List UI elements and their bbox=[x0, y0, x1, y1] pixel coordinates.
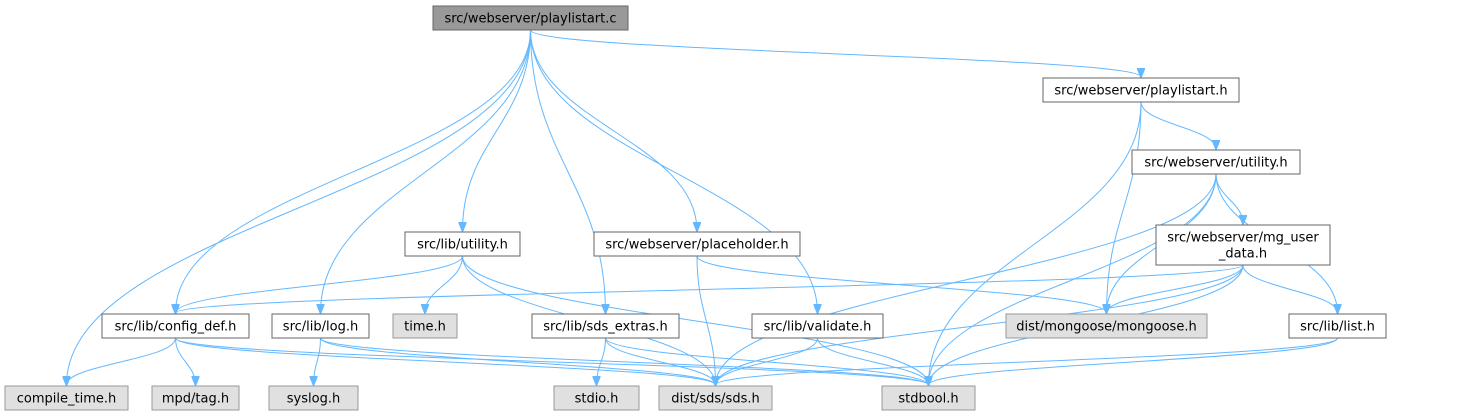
node-box bbox=[1131, 149, 1301, 175]
node-box bbox=[1042, 77, 1240, 103]
node-label: compile_time.h bbox=[17, 392, 116, 407]
node-label: src/lib/config_def.h bbox=[115, 320, 237, 335]
node-time-h: time.h bbox=[392, 313, 458, 339]
node-box bbox=[531, 313, 680, 339]
node-mongoose-h: dist/mongoose/mongoose.h bbox=[1005, 313, 1208, 339]
edge-lib-utility-h-to-lib-config-def-h bbox=[176, 255, 463, 313]
edge-ws-mg-user-data-h-to-lib-config-def-h bbox=[176, 264, 1244, 313]
node-label: src/lib/sds_extras.h bbox=[543, 320, 668, 335]
node-ws-playlistart-h[interactable]: src/webserver/playlistart.h bbox=[1042, 77, 1240, 103]
edge-root-to-lib-log-h bbox=[321, 29, 531, 313]
edge-lib-sds-extras-h-to-stdio-h bbox=[597, 337, 606, 385]
node-box bbox=[404, 231, 521, 257]
node-box bbox=[1005, 313, 1208, 339]
edge-lib-sds-extras-h-to-sds-h bbox=[605, 337, 716, 385]
node-stdio-h: stdio.h bbox=[553, 385, 640, 411]
node-lib-validate-h[interactable]: src/lib/validate.h bbox=[751, 313, 884, 339]
nodes-layer: src/webserver/playlistart.c src/webserver… bbox=[4, 5, 1387, 411]
node-box bbox=[432, 5, 629, 31]
node-box bbox=[881, 385, 976, 411]
node-root[interactable]: src/webserver/playlistart.c bbox=[432, 5, 629, 31]
node-lib-list-h[interactable]: src/lib/list.h bbox=[1288, 313, 1387, 339]
edge-lib-log-h-to-stdbool-h bbox=[320, 337, 929, 385]
node-label: src/webserver/playlistart.c bbox=[444, 12, 616, 27]
node-label: src/webserver/utility.h bbox=[1144, 156, 1287, 171]
node-label: time.h bbox=[404, 320, 446, 335]
node-box bbox=[268, 385, 359, 411]
node-label: dist/sds/sds.h bbox=[671, 392, 759, 407]
node-box bbox=[271, 313, 370, 339]
node-box bbox=[4, 385, 129, 411]
edge-root-to-lib-validate-h bbox=[530, 29, 818, 313]
node-ws-placeholder-h[interactable]: src/webserver/placeholder.h bbox=[593, 231, 801, 257]
node-lib-log-h[interactable]: src/lib/log.h bbox=[271, 313, 370, 339]
edge-ws-playlistart-h-to-ws-utility-h bbox=[1140, 101, 1216, 149]
node-label: dist/mongoose/mongoose.h bbox=[1016, 320, 1196, 335]
edge-lib-config-def-h-to-sds-h bbox=[175, 337, 716, 385]
node-label: src/lib/list.h bbox=[1300, 320, 1375, 335]
node-ws-mg-user-data-h[interactable]: src/webserver/mg_user_data.h bbox=[1155, 224, 1331, 266]
edge-lib-log-h-to-sds-h bbox=[320, 337, 716, 385]
edge-lib-config-def-h-to-stdbool-h bbox=[175, 337, 929, 385]
node-syslog-h: syslog.h bbox=[268, 385, 359, 411]
node-lib-sds-extras-h[interactable]: src/lib/sds_extras.h bbox=[531, 313, 680, 339]
node-box bbox=[1288, 313, 1387, 339]
node-label: src/lib/utility.h bbox=[417, 238, 508, 253]
node-box bbox=[101, 313, 250, 339]
edge-lib-log-h-to-syslog-h bbox=[314, 337, 321, 385]
node-box bbox=[658, 385, 773, 411]
node-label: stdbool.h bbox=[898, 392, 958, 407]
node-sds-h: dist/sds/sds.h bbox=[658, 385, 773, 411]
node-box bbox=[751, 313, 884, 339]
node-lib-utility-h[interactable]: src/lib/utility.h bbox=[404, 231, 521, 257]
node-box bbox=[392, 313, 458, 339]
node-label: _data.h bbox=[1218, 247, 1267, 262]
edge-root-to-lib-config-def-h bbox=[176, 29, 531, 313]
edge-ws-mg-user-data-h-to-lib-list-h bbox=[1242, 264, 1338, 313]
edge-lib-list-h-to-stdbool-h bbox=[929, 337, 1338, 385]
edge-root-to-compile-time-h bbox=[67, 29, 531, 385]
node-compile-time-h: compile_time.h bbox=[4, 385, 129, 411]
node-label: src/webserver/mg_user bbox=[1167, 231, 1319, 246]
node-label: syslog.h bbox=[287, 392, 340, 407]
node-box bbox=[553, 385, 640, 411]
edge-lib-config-def-h-to-mpd-tag-h bbox=[175, 337, 196, 385]
edge-lib-config-def-h-to-compile-time-h bbox=[67, 337, 176, 385]
node-stdbool-h: stdbool.h bbox=[881, 385, 976, 411]
edge-lib-utility-h-to-time-h bbox=[425, 255, 463, 313]
edge-lib-list-h-to-sds-h bbox=[716, 337, 1338, 385]
node-label: src/webserver/placeholder.h bbox=[605, 238, 788, 253]
node-label: src/lib/validate.h bbox=[764, 320, 872, 335]
edge-ws-mg-user-data-h-to-sds-h bbox=[716, 264, 1244, 385]
node-box bbox=[151, 385, 240, 411]
edge-lib-utility-h-to-stdbool-h bbox=[462, 255, 929, 385]
edge-ws-playlistart-h-to-stdbool-h bbox=[929, 101, 1142, 385]
edge-root-to-lib-sds-extras-h bbox=[530, 29, 606, 313]
node-label: stdio.h bbox=[575, 392, 619, 407]
node-ws-utility-h[interactable]: src/webserver/utility.h bbox=[1131, 149, 1301, 175]
node-label: mpd/tag.h bbox=[162, 392, 229, 407]
node-mpd-tag-h: mpd/tag.h bbox=[151, 385, 240, 411]
edge-lib-validate-h-to-stdbool-h bbox=[817, 337, 929, 385]
node-label: src/lib/log.h bbox=[283, 320, 358, 335]
edge-lib-validate-h-to-sds-h bbox=[716, 337, 818, 385]
node-label: src/webserver/playlistart.h bbox=[1054, 84, 1227, 99]
edge-ws-playlistart-h-to-mongoose-h bbox=[1107, 101, 1142, 313]
edge-root-to-ws-playlistart-h bbox=[530, 29, 1142, 77]
edge-root-to-ws-placeholder-h bbox=[530, 29, 698, 231]
edge-root-to-lib-utility-h bbox=[463, 29, 531, 231]
node-box bbox=[1155, 224, 1331, 266]
edge-ws-utility-h-to-stdbool-h bbox=[929, 173, 1217, 385]
edge-ws-placeholder-h-to-mongoose-h bbox=[696, 255, 1107, 313]
edge-ws-utility-h-to-ws-mg-user-data-h bbox=[1215, 173, 1243, 224]
edge-ws-utility-h-to-sds-h bbox=[716, 173, 1217, 385]
edge-ws-mg-user-data-h-to-mongoose-h bbox=[1107, 264, 1244, 313]
node-box bbox=[593, 231, 801, 257]
node-lib-config-def-h[interactable]: src/lib/config_def.h bbox=[101, 313, 250, 339]
